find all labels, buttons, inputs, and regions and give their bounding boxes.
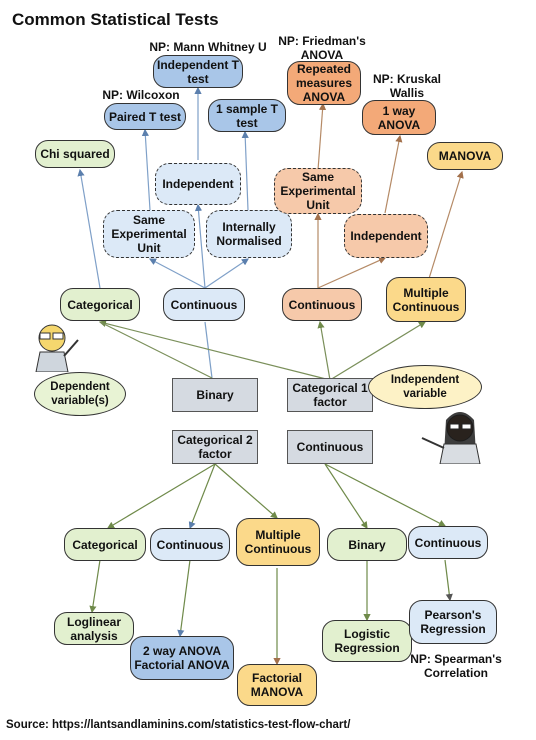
continuous-dependent-blue-node: Continuous [163, 288, 245, 321]
independent-t-test-node: Independent T test [153, 55, 243, 88]
dependent-character-icon [30, 318, 82, 373]
categorical-lower-node: Categorical [64, 528, 146, 561]
one-way-anova-node: 1 way ANOVA [362, 100, 436, 135]
continuous-factor-box: Continuous [287, 430, 373, 464]
dependent-variables-bubble: Dependent variable(s) [34, 372, 126, 416]
page-title: Common Statistical Tests [12, 10, 219, 29]
loglinear-analysis-node: Loglinear analysis [54, 612, 134, 645]
multiple-continuous-dependent-node: Multiple Continuous [386, 277, 466, 322]
np-spearman-note: NP: Spearman's Correlation [410, 652, 502, 680]
continuous-lower-right-node: Continuous [408, 526, 488, 559]
np-mann-whitney-note: NP: Mann Whitney U [149, 40, 267, 54]
repeated-measures-anova-node: Repeated measures ANOVA [287, 61, 361, 105]
np-kruskal-note: NP: Kruskal Wallis [372, 72, 442, 100]
categorical-1-factor-box: Categorical 1 factor [287, 378, 373, 412]
np-friedman-note: NP: Friedman's ANOVA [278, 34, 366, 62]
same-experimental-unit-orange-node: Same Experimental Unit [274, 168, 362, 214]
categorical-2-factor-box: Categorical 2 factor [172, 430, 258, 464]
internally-normalised-node: Internally Normalised [206, 210, 292, 258]
binary-factor-box: Binary [172, 378, 258, 412]
independent-blue-node: Independent [155, 163, 241, 205]
two-way-anova-node: 2 way ANOVA Factorial ANOVA [130, 636, 234, 680]
chi-squared-node: Chi squared [35, 140, 115, 168]
independent-orange-node: Independent [344, 214, 428, 258]
pearsons-regression-node: Pearson's Regression [409, 600, 497, 644]
manova-node: MANOVA [427, 142, 503, 170]
source-citation: Source: https://lantsandlaminins.com/sta… [6, 719, 351, 731]
same-experimental-unit-blue-node: Same Experimental Unit [103, 210, 195, 258]
independent-variable-bubble: Independent variable [368, 365, 482, 409]
binary-lower-node: Binary [327, 528, 407, 561]
paired-t-test-node: Paired T test [104, 103, 186, 130]
continuous-lower-blue-node: Continuous [150, 528, 230, 561]
one-sample-t-test-node: 1 sample T test [208, 99, 286, 132]
multiple-continuous-lower-node: Multiple Continuous [236, 518, 320, 566]
logistic-regression-node: Logistic Regression [322, 620, 412, 662]
continuous-dependent-orange-node: Continuous [282, 288, 362, 321]
np-wilcoxon-note: NP: Wilcoxon [102, 88, 180, 102]
independent-character-icon [414, 408, 490, 465]
factorial-manova-node: Factorial MANOVA [237, 664, 317, 706]
categorical-dependent-node: Categorical [60, 288, 140, 321]
